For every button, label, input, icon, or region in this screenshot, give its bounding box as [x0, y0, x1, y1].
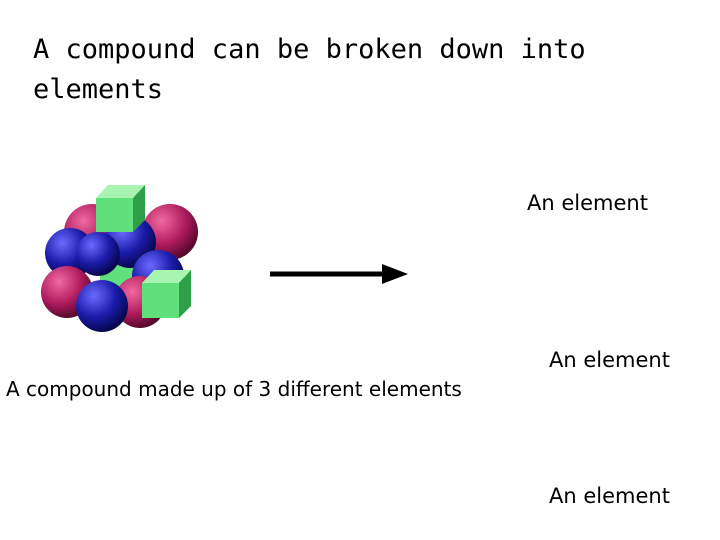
reaction-arrow [270, 264, 408, 284]
slide-title: A compound can be broken down into eleme… [33, 34, 586, 105]
element-label: An element [527, 191, 648, 215]
blue-atom [76, 232, 120, 276]
green-cube-top [96, 185, 145, 232]
element-label: An element [549, 348, 670, 372]
red-atom [142, 204, 198, 260]
compound-caption: A compound made up of 3 different elemen… [6, 377, 462, 401]
element-label: An element [549, 484, 670, 508]
compound-model [41, 185, 198, 332]
green-cube-bottom [142, 270, 191, 318]
blue-atom [76, 280, 128, 332]
